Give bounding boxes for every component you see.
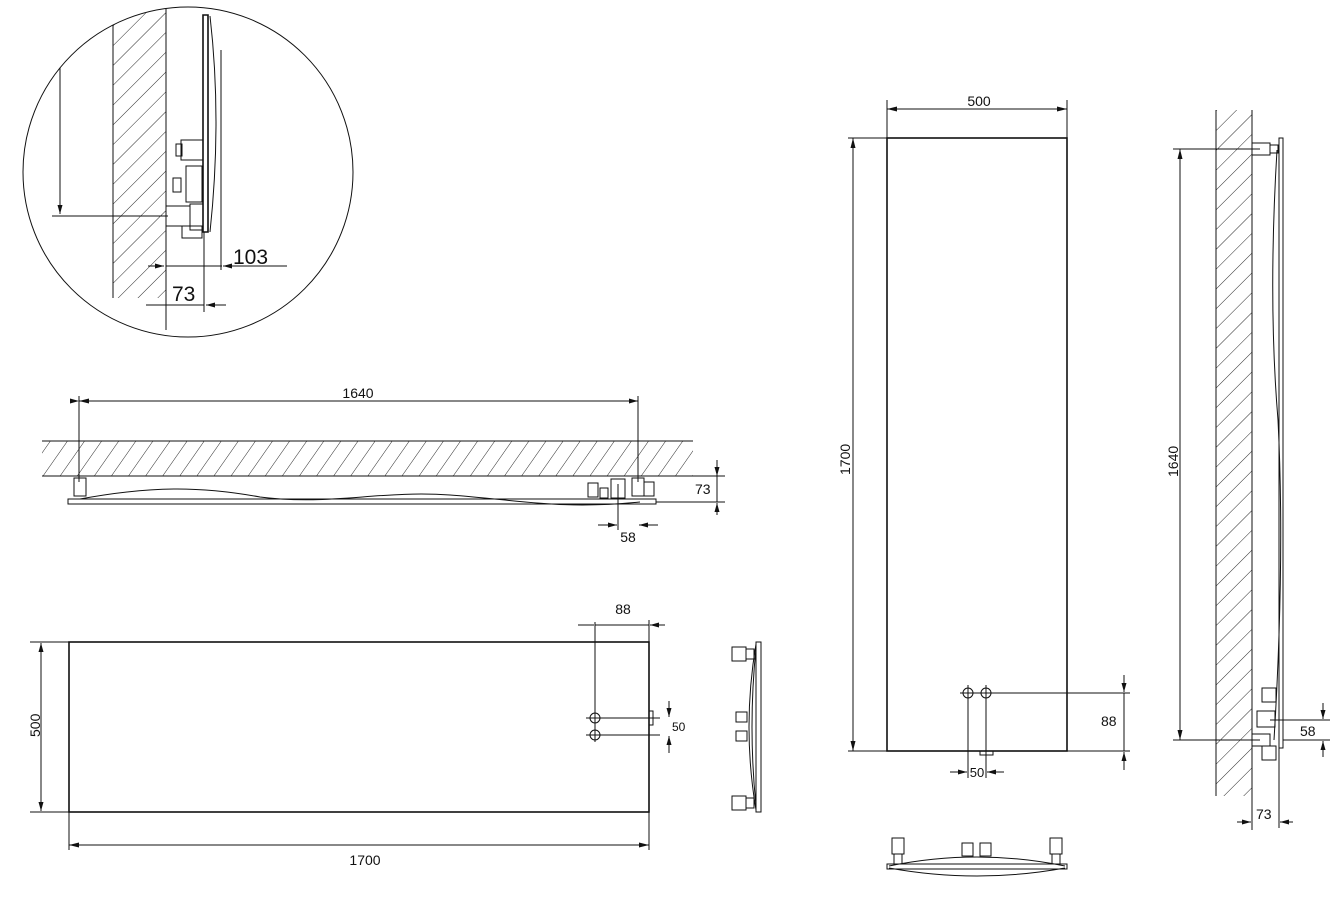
dim-103-detail: 103 bbox=[233, 246, 268, 269]
dim-73-top: 73 bbox=[695, 481, 711, 497]
bottom-view-vertical bbox=[886, 837, 1068, 877]
top-view-horizontal: 1640 73 58 bbox=[42, 385, 725, 545]
dim-500-front: 500 bbox=[27, 713, 43, 737]
dim-1700-vert: 1700 bbox=[837, 444, 853, 475]
dim-50-front: 50 bbox=[672, 720, 686, 734]
front-view-horizontal: 500 1700 88 50 bbox=[27, 601, 686, 868]
dim-58-top: 58 bbox=[620, 529, 636, 545]
side-view-vertical: 1640 58 73 bbox=[1165, 110, 1330, 830]
detail-circle-view: 103 73 bbox=[22, 6, 354, 338]
dim-1640-top: 1640 bbox=[342, 385, 373, 401]
dim-50-vert: 50 bbox=[970, 765, 984, 780]
dim-1700-front: 1700 bbox=[349, 852, 380, 868]
dim-73-side: 73 bbox=[1256, 806, 1272, 822]
side-view-horizontal bbox=[731, 641, 762, 813]
dim-1640-side: 1640 bbox=[1165, 446, 1181, 477]
dim-73-detail: 73 bbox=[172, 283, 195, 306]
dim-500-vert: 500 bbox=[967, 93, 991, 109]
dim-88-vert: 88 bbox=[1101, 713, 1117, 729]
dim-58-side: 58 bbox=[1300, 723, 1316, 739]
front-view-vertical: 500 1700 88 50 bbox=[837, 93, 1130, 780]
dim-88-front: 88 bbox=[615, 601, 631, 617]
